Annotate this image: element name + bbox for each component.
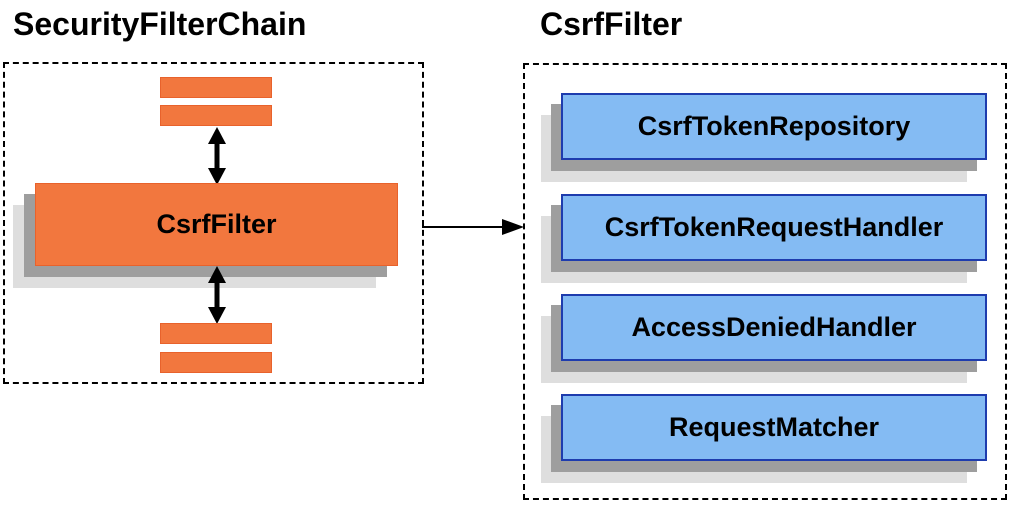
component-label: RequestMatcher: [668, 412, 880, 442]
csrf-filter-box: CsrfFilter: [35, 183, 398, 266]
access-denied-handler-box: AccessDeniedHandler: [561, 294, 987, 361]
security-filter-chain-title: SecurityFilterChain: [13, 6, 307, 42]
flow-arrow-icon: [422, 219, 524, 235]
filter-chain-bar: [160, 323, 272, 344]
request-matcher-box: RequestMatcher: [561, 394, 987, 461]
csrf-token-repository-box: CsrfTokenRepository: [561, 93, 987, 160]
filter-chain-bar: [160, 77, 272, 98]
component-label: CsrfTokenRepository: [637, 111, 911, 141]
security-filter-chain-container: CsrfFilter: [3, 62, 424, 384]
bidirectional-arrow-icon: [208, 266, 226, 324]
csrf-token-request-handler-box: CsrfTokenRequestHandler: [561, 194, 987, 261]
filter-chain-bar: [160, 352, 272, 373]
csrf-filter-box-label: CsrfFilter: [156, 209, 277, 239]
filter-chain-bar: [160, 105, 272, 126]
component-label: AccessDeniedHandler: [631, 312, 917, 342]
csrf-filter-components-container: CsrfTokenRepository CsrfTokenRequestHand…: [523, 63, 1007, 500]
csrf-filter-title: CsrfFilter: [540, 6, 683, 42]
component-label: CsrfTokenRequestHandler: [604, 212, 944, 242]
bidirectional-arrow-icon: [208, 127, 226, 185]
